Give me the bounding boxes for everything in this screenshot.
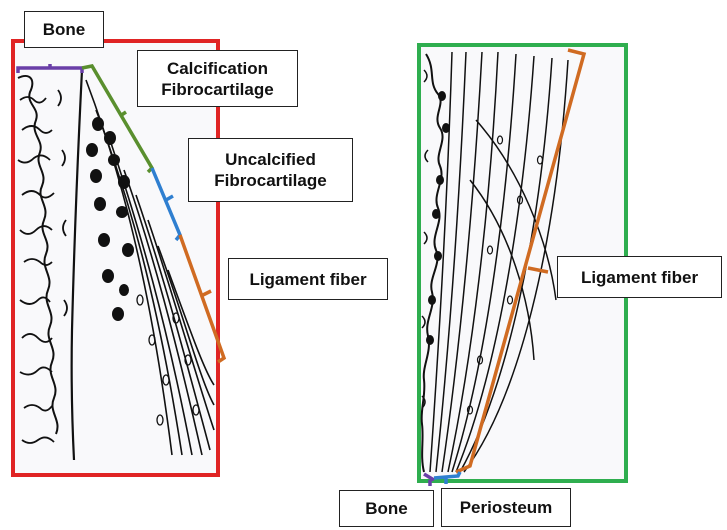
- right-bone-label-text: Bone: [365, 498, 408, 519]
- uncalcified-fibrocartilage-label: Uncalcified Fibrocartilage: [188, 138, 353, 202]
- periosteum-label: Periosteum: [441, 488, 571, 527]
- left-ligament-fiber-label: Ligament fiber: [228, 258, 388, 300]
- uncalcified-label-line2: Fibrocartilage: [214, 170, 326, 191]
- right-ligament-fiber-label: Ligament fiber: [557, 256, 722, 298]
- uncalcified-label-line1: Uncalcified: [225, 149, 316, 170]
- calcification-label-line1: Calcification: [167, 58, 268, 79]
- left-ligament-label-text: Ligament fiber: [249, 269, 366, 290]
- right-ligament-label-text: Ligament fiber: [581, 267, 698, 288]
- left-bone-label: Bone: [24, 11, 104, 48]
- calcification-fibrocartilage-label: Calcification Fibrocartilage: [137, 50, 298, 107]
- periosteum-label-text: Periosteum: [460, 497, 553, 518]
- calcification-label-line2: Fibrocartilage: [161, 79, 273, 100]
- left-bone-label-text: Bone: [43, 19, 86, 40]
- right-bone-label: Bone: [339, 490, 434, 527]
